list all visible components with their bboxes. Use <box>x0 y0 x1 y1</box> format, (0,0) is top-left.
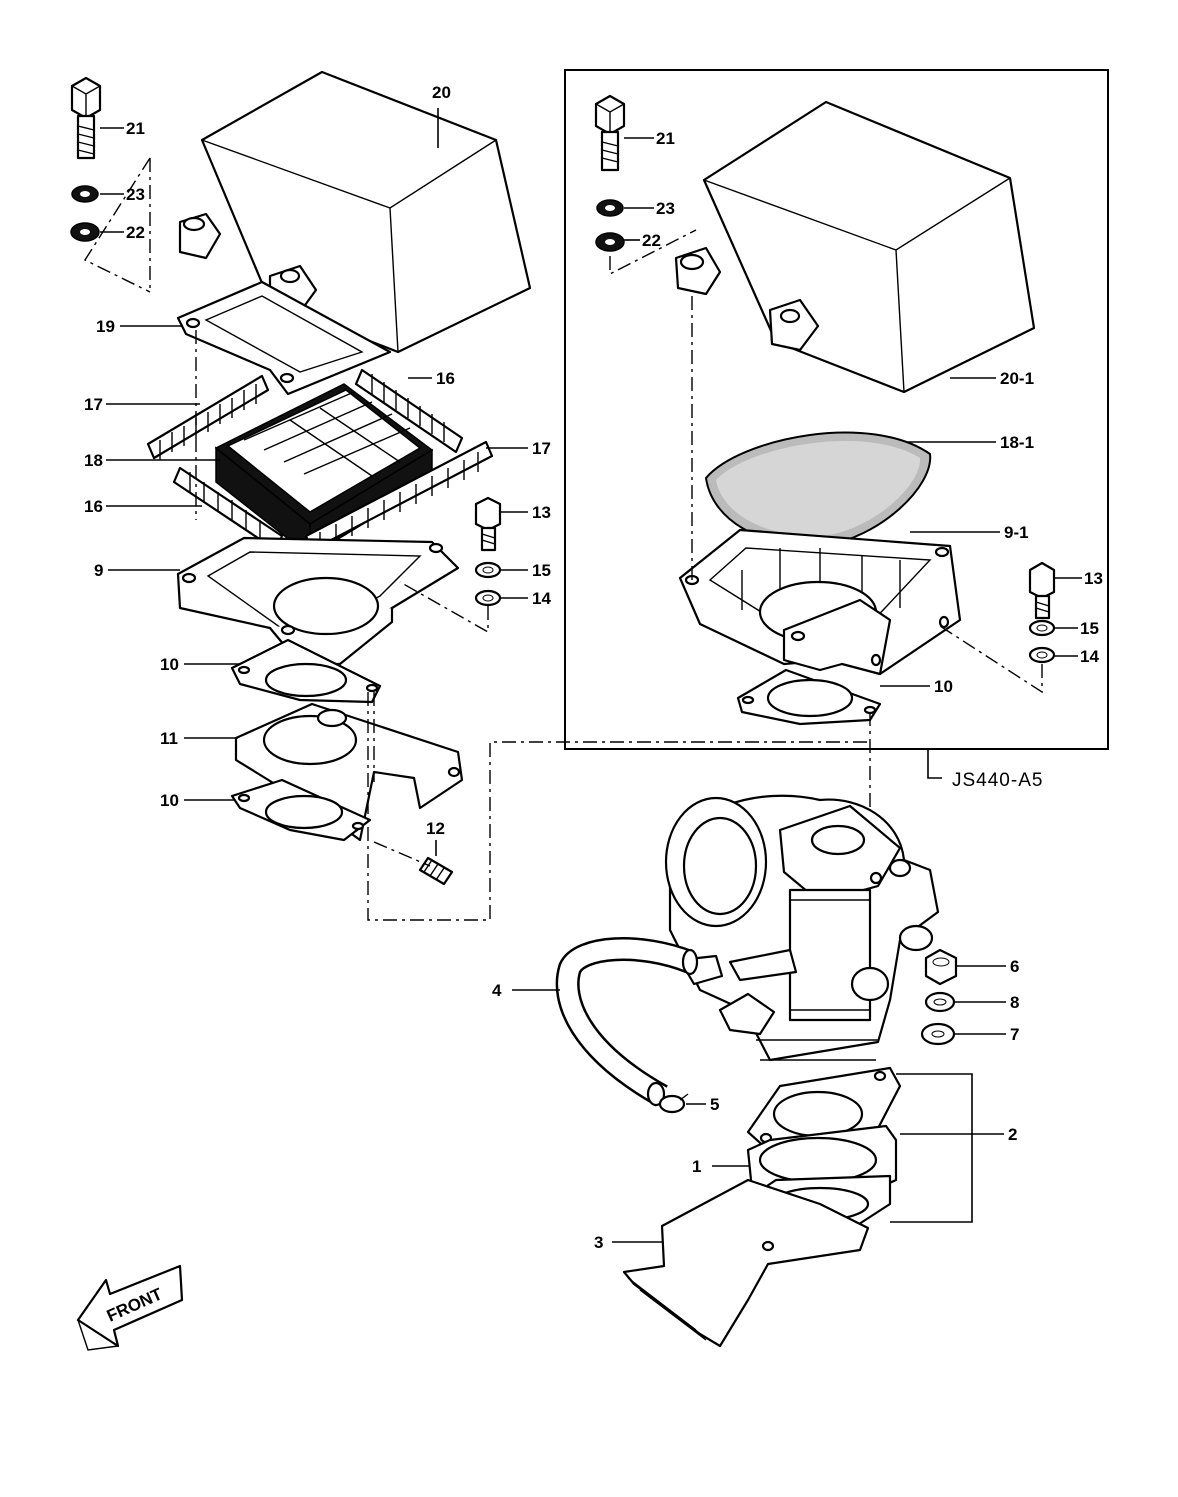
carburetor <box>664 794 940 1062</box>
callout-22-right: 22 <box>642 231 661 250</box>
air-case-9-1 <box>678 528 962 676</box>
callout-15-left: 15 <box>532 561 551 580</box>
callout-20: 20 <box>432 83 451 102</box>
callout-16-lower: 16 <box>84 497 103 516</box>
filter-element-18-1 <box>704 431 932 548</box>
plates-17-upper <box>146 374 270 460</box>
callout-13-left: 13 <box>532 503 551 522</box>
callout-21-left: 21 <box>126 119 145 138</box>
callout-7: 7 <box>1010 1025 1019 1044</box>
callout-20-1: 20-1 <box>1000 369 1034 388</box>
callouts: 20 21 23 22 19 16 17 18 17 16 13 9 15 14… <box>84 83 1103 1252</box>
callout-17-lower: 17 <box>532 439 551 458</box>
callout-12: 12 <box>426 819 445 838</box>
bracket-3 <box>622 1178 870 1348</box>
gasket-10-left-lower <box>230 778 372 842</box>
bolt-13-left <box>474 496 502 552</box>
washer-14-left <box>474 589 502 607</box>
washer-23-right <box>596 199 624 217</box>
callout-21-right: 21 <box>656 129 675 148</box>
callout-15-right: 15 <box>1080 619 1099 638</box>
callout-23-left: 23 <box>126 185 145 204</box>
callout-10-left-lower: 10 <box>160 791 179 810</box>
gasket-19 <box>176 280 392 396</box>
washer-15-right <box>1028 619 1056 637</box>
air-cover-20-1 <box>674 100 1036 394</box>
leader-lines <box>100 108 1082 1243</box>
callout-6: 6 <box>1010 957 1019 976</box>
inset-box <box>564 69 1109 750</box>
clamp-5 <box>658 1093 689 1114</box>
callout-3: 3 <box>594 1233 603 1252</box>
callout-19: 19 <box>96 317 115 336</box>
washer-14-right <box>1028 646 1056 664</box>
diagram-code: JS440-A5 <box>952 770 1043 791</box>
stud-12 <box>418 856 454 886</box>
callout-22-left: 22 <box>126 223 145 242</box>
callout-2: 2 <box>1008 1125 1017 1144</box>
callout-10-right: 10 <box>934 677 953 696</box>
washer-15-left <box>474 561 502 579</box>
bolt-13-right <box>1028 561 1056 620</box>
bolt-21-left <box>70 76 102 160</box>
callout-8: 8 <box>1010 993 1019 1012</box>
callout-4: 4 <box>492 981 502 1000</box>
front-arrow-icon <box>76 1264 184 1351</box>
air-cover-20-left <box>178 70 532 354</box>
callout-9: 9 <box>94 561 103 580</box>
callout-10-left-upper: 10 <box>160 655 179 674</box>
gasket-10-left-upper <box>230 638 382 704</box>
callout-16-upper: 16 <box>436 369 455 388</box>
plates-16-upper <box>354 368 464 454</box>
washer-23-left <box>71 185 99 203</box>
gasket-10-right <box>736 668 882 726</box>
callout-13-right: 13 <box>1084 569 1103 588</box>
callout-14-left: 14 <box>532 589 551 608</box>
callout-14-right: 14 <box>1080 647 1099 666</box>
washer-7 <box>920 1022 956 1046</box>
callout-23-right: 23 <box>656 199 675 218</box>
callout-18: 18 <box>84 451 103 470</box>
callout-18-1: 18-1 <box>1000 433 1034 452</box>
hose-4 <box>555 937 699 1107</box>
nut-6 <box>924 948 958 986</box>
washer-22-left <box>70 222 100 242</box>
washer-8 <box>924 991 956 1013</box>
air-case-9 <box>176 536 460 666</box>
callout-5: 5 <box>710 1095 719 1114</box>
bolt-21-right <box>594 94 626 172</box>
callout-9-1: 9-1 <box>1004 523 1029 542</box>
callout-1: 1 <box>692 1157 701 1176</box>
callout-11: 11 <box>160 729 178 748</box>
bracket-11 <box>234 702 464 842</box>
callout-17-upper: 17 <box>84 395 103 414</box>
washer-22-right <box>595 232 625 252</box>
